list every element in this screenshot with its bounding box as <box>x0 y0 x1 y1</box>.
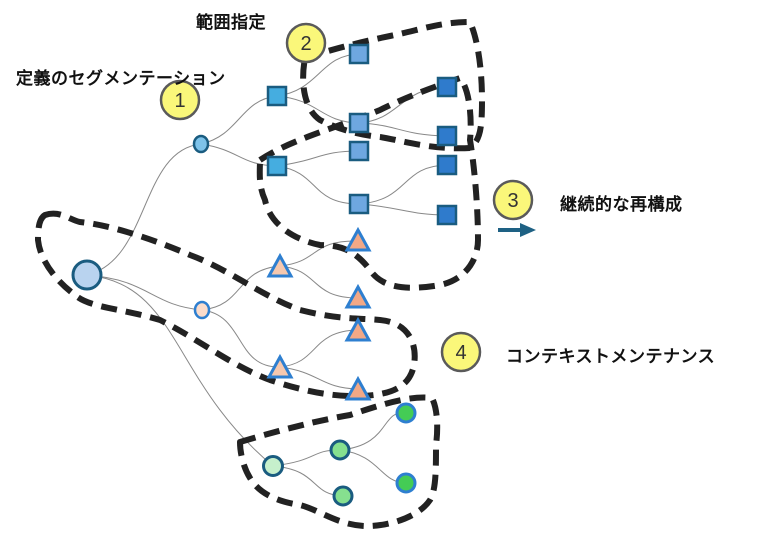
green-node <box>395 472 417 494</box>
branch-node-orange <box>193 300 211 320</box>
label-range: 範囲指定 <box>196 13 266 33</box>
edge <box>358 164 448 205</box>
triangle-node <box>266 353 294 379</box>
square-node <box>348 193 370 215</box>
square-nodes <box>266 43 458 226</box>
edge <box>86 274 203 311</box>
square-node <box>266 155 288 177</box>
badge-4: 4 <box>440 331 482 373</box>
edge <box>272 465 344 497</box>
triangle-node <box>266 252 294 278</box>
regions <box>35 19 485 530</box>
badge-1-number: 1 <box>174 90 185 112</box>
green-node <box>395 402 417 424</box>
edge <box>279 329 359 368</box>
badge-4-number: 4 <box>455 342 466 364</box>
edge <box>276 165 360 205</box>
square-node <box>348 112 370 134</box>
edge <box>358 203 448 216</box>
edge <box>279 366 359 390</box>
label-segmentation: 定義のセグメンテーション <box>16 69 226 89</box>
edge <box>339 449 406 484</box>
edge <box>358 122 448 137</box>
edge <box>276 150 360 167</box>
triangle-node <box>344 283 372 309</box>
branch-node-green <box>262 455 284 477</box>
green-node <box>332 485 354 507</box>
badge-2-number: 2 <box>300 33 311 55</box>
edge <box>86 143 202 276</box>
triangle-nodes <box>266 226 372 401</box>
region-green-boundary <box>237 394 441 530</box>
edge <box>200 95 278 145</box>
edge <box>279 265 359 299</box>
badge-2: 2 <box>285 22 327 64</box>
edge <box>276 95 360 124</box>
square-node <box>436 154 458 176</box>
edge <box>276 53 360 97</box>
label-context: コンテキストメンテナンス <box>506 347 716 367</box>
square-node <box>348 140 370 162</box>
branch-node-blue <box>192 134 210 154</box>
edge <box>201 309 281 368</box>
square-node <box>436 125 458 147</box>
badge-1: 1 <box>159 79 201 121</box>
green-node <box>329 439 351 461</box>
triangle-node <box>344 375 372 401</box>
edge <box>86 274 274 467</box>
root-node <box>71 259 103 291</box>
badge-3: 3 <box>492 179 534 221</box>
square-node <box>436 76 458 98</box>
region-segment-boundary <box>256 75 481 291</box>
badge-3-number: 3 <box>507 190 518 212</box>
square-node <box>436 204 458 226</box>
edges <box>86 53 448 497</box>
region-range-boundary <box>300 19 485 152</box>
arrow-right-icon <box>498 223 536 237</box>
label-reconfig: 継続的な再構成 <box>560 195 683 215</box>
edge <box>358 86 448 124</box>
triangle-node <box>344 226 372 252</box>
triangle-node <box>344 316 372 342</box>
edge <box>279 240 359 267</box>
edge <box>201 265 281 311</box>
square-node <box>266 85 288 107</box>
square-node <box>348 43 370 65</box>
